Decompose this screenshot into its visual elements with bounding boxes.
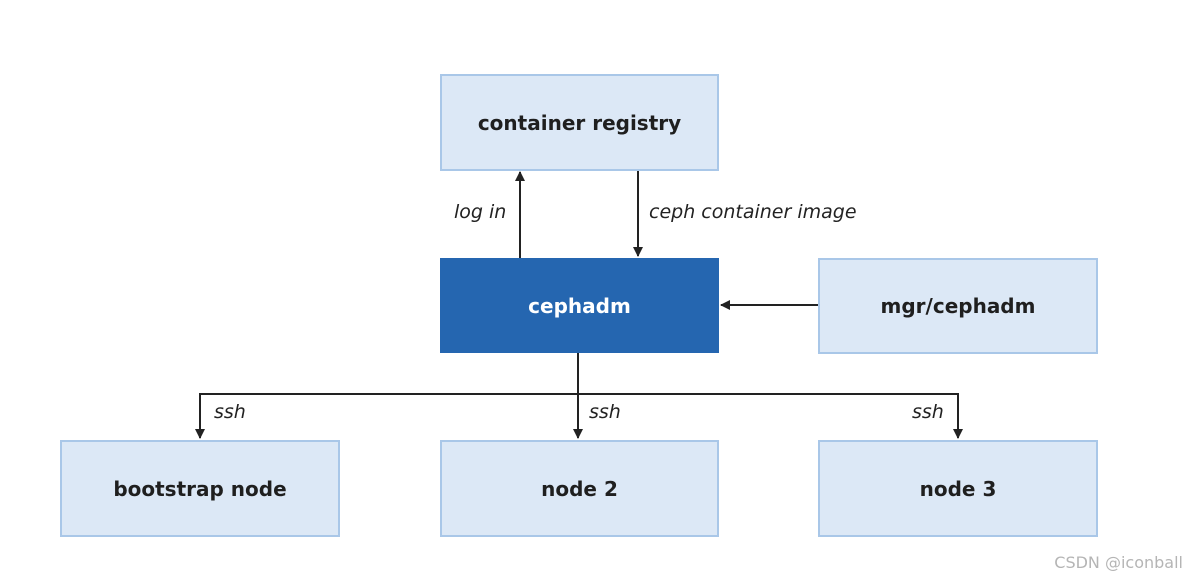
- ssh-bootstrap-edge-label: ssh: [214, 401, 246, 423]
- mgr-cephadm-box: mgr/cephadm: [818, 258, 1098, 354]
- login-edge-label: log in: [454, 201, 507, 223]
- node-3-box: node 3: [818, 440, 1098, 537]
- container-registry-box: container registry: [440, 74, 719, 171]
- bootstrap-node-label: bootstrap node: [113, 476, 287, 501]
- cephadm-label: cephadm: [528, 293, 631, 318]
- cephadm-box: cephadm: [440, 258, 719, 353]
- container-registry-label: container registry: [477, 110, 682, 135]
- mgr-cephadm-label: mgr/cephadm: [880, 294, 1036, 318]
- bootstrap-node-box: bootstrap node: [60, 440, 340, 537]
- ssh-node3-edge-label: ssh: [912, 401, 944, 423]
- node-2-box: node 2: [440, 440, 719, 537]
- image-edge-label: ceph container image: [649, 201, 857, 223]
- node-2-label: node 2: [541, 476, 618, 501]
- node-3-label: node 3: [919, 476, 997, 501]
- ssh-node2-edge-label: ssh: [589, 401, 621, 423]
- watermark-text: CSDN @iconball: [1054, 553, 1183, 572]
